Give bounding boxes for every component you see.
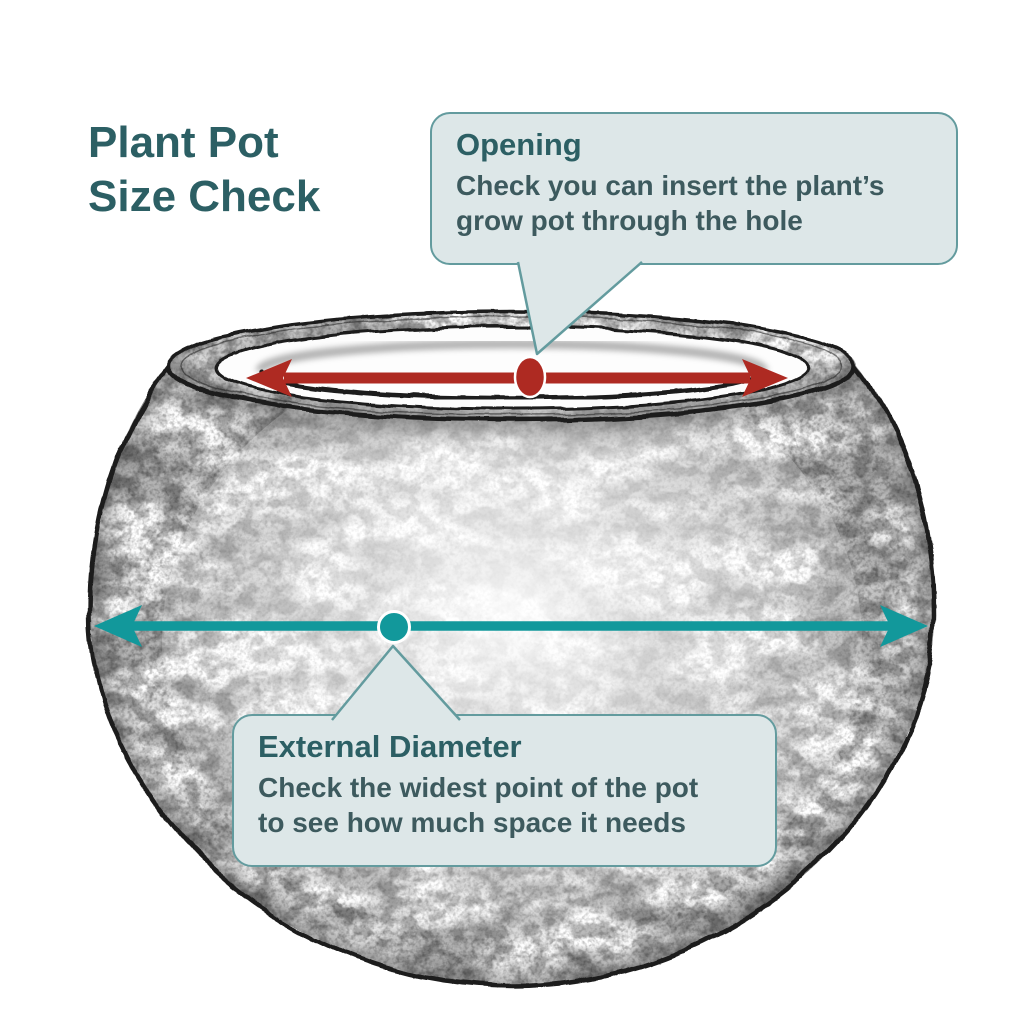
- page-title-line2: Size Check: [88, 171, 321, 221]
- external-diameter-callout-body-line2: to see how much space it needs: [258, 807, 686, 839]
- external-diameter-callout-body-line1: Check the widest point of the pot: [258, 772, 699, 803]
- page-title-line1: Plant Pot: [88, 118, 279, 167]
- external-diameter-callout-heading: External Diameter: [258, 729, 522, 764]
- arrow-right-head-icon: [880, 605, 928, 647]
- pot-sketch: [87, 310, 937, 989]
- page-title: Plant Pot Size Check: [88, 116, 320, 223]
- opening-marker-dot: [513, 355, 547, 399]
- arrow-right-head-icon: [742, 359, 788, 397]
- external-diameter-callout-pointer: [331, 644, 461, 721]
- opening-callout-body-line2: grow pot through the hole: [456, 205, 803, 237]
- external-diameter-arrow: [94, 605, 928, 647]
- opening-callout-body-line1: Check you can insert the plant’s: [456, 170, 885, 201]
- opening-callout-heading: Opening: [456, 127, 582, 162]
- external-diameter-marker-dot: [377, 610, 411, 644]
- arrow-left-head-icon: [94, 605, 142, 647]
- arrow-left-head-icon: [246, 359, 292, 397]
- opening-callout-pointer: [516, 261, 643, 356]
- pot-outline: [87, 310, 937, 989]
- external-diameter-callout: External Diameter Check the widest point…: [232, 644, 777, 867]
- opening-callout: Opening Check you can insert the plant’s…: [430, 112, 958, 356]
